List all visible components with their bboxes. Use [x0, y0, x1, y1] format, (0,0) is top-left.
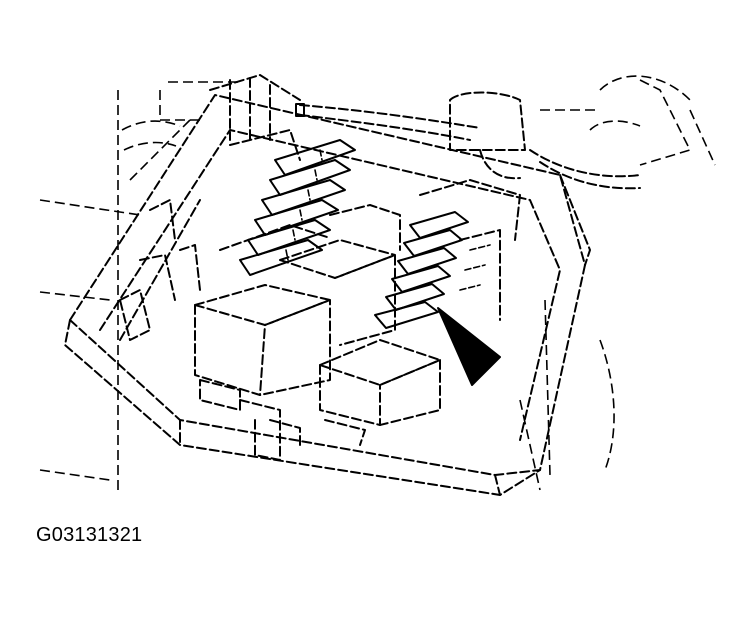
arrow-pointer-icon — [437, 307, 501, 386]
fuse-column-left — [229, 129, 356, 276]
lower-connectors — [119, 199, 366, 461]
background-surroundings — [39, 75, 716, 491]
figure-code-label: G03131321 — [36, 524, 143, 546]
relay-block-row — [194, 204, 441, 426]
junction-box-housing — [64, 94, 591, 496]
fuse-column-right — [374, 179, 521, 329]
wiring-harness — [209, 74, 641, 190]
